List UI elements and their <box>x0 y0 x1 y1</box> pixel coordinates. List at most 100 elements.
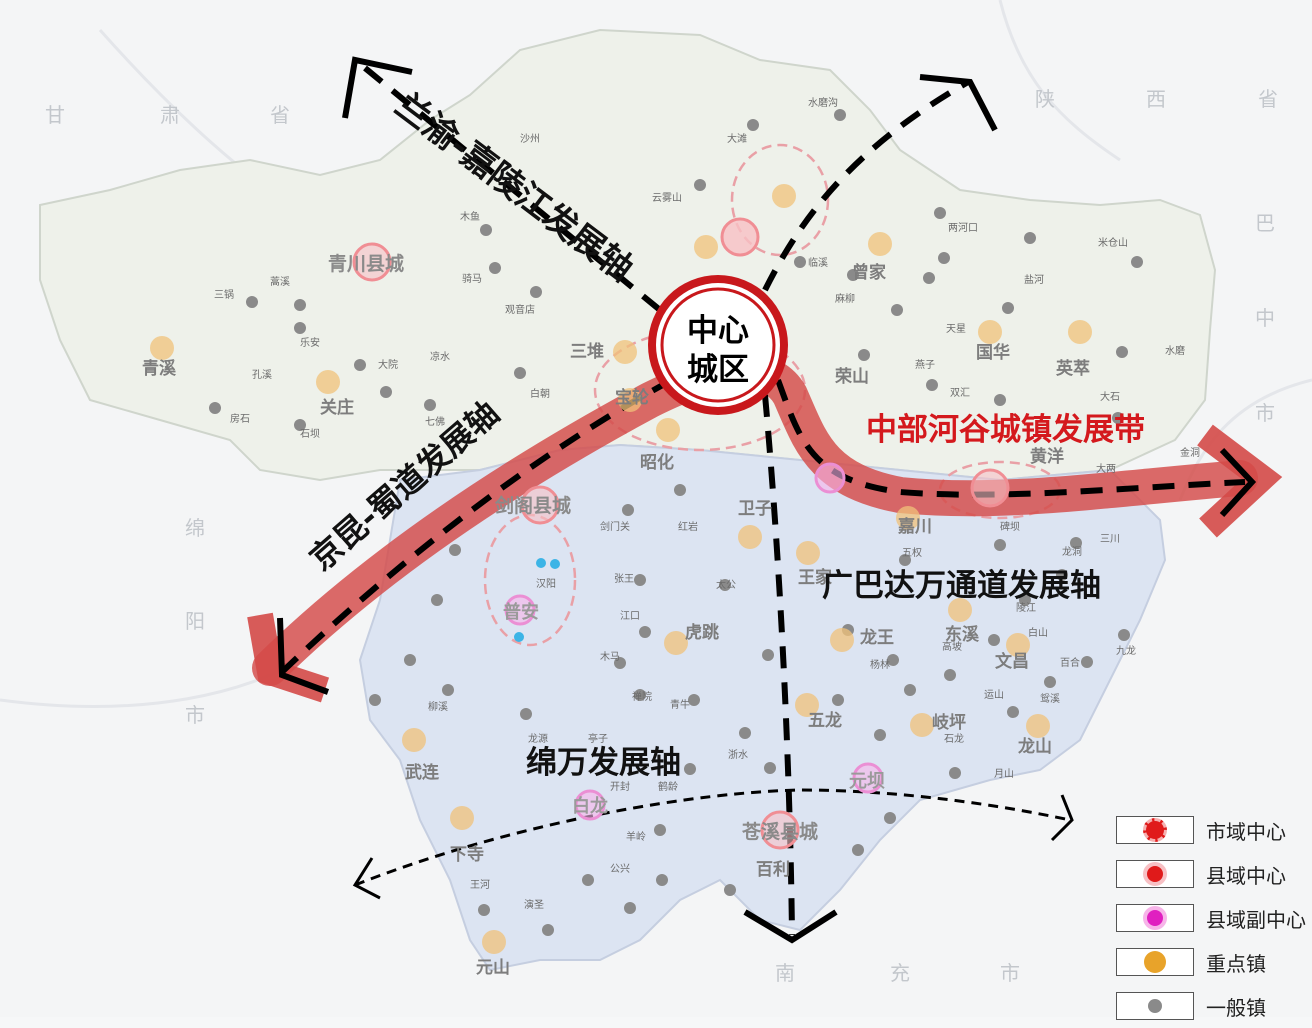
mianwan-arrowhead-west <box>352 857 381 900</box>
legend-label: 市域中心 <box>1206 819 1286 844</box>
svg-text:市: 市 <box>1255 401 1275 425</box>
general-town-markers <box>209 109 1143 936</box>
svg-text:巴: 巴 <box>1255 211 1275 235</box>
svg-text:龙源: 龙源 <box>528 732 548 745</box>
svg-text:中: 中 <box>1255 306 1275 330</box>
city-center-symbol-icon <box>1116 816 1194 844</box>
svg-text:太公: 太公 <box>716 578 736 591</box>
svg-text:南: 南 <box>775 961 795 985</box>
legend-label: 县域中心 <box>1206 863 1286 888</box>
mianwan-arrowhead-east <box>1050 794 1074 842</box>
svg-text:普安: 普安 <box>503 601 539 623</box>
svg-text:省: 省 <box>270 103 290 127</box>
svg-text:卫子: 卫子 <box>738 499 772 519</box>
svg-text:虎跳: 虎跳 <box>685 622 719 643</box>
svg-text:白朝: 白朝 <box>530 387 550 400</box>
svg-text:石坝: 石坝 <box>300 428 320 440</box>
svg-text:白龙: 白龙 <box>572 795 608 817</box>
svg-text:嘉川: 嘉川 <box>897 516 932 537</box>
svg-text:红岩: 红岩 <box>678 520 698 533</box>
svg-text:水磨: 水磨 <box>1165 345 1185 357</box>
background-labels: 甘 肃 省 陕 西 省 巴 中 市 绵 阳 市 南 充 市 <box>45 87 1278 985</box>
svg-text:七佛: 七佛 <box>425 415 445 428</box>
svg-text:大院: 大院 <box>378 358 398 371</box>
svg-text:蒿溪: 蒿溪 <box>270 276 290 288</box>
county-sub-center-markers <box>504 462 884 821</box>
minor-town-labels: 水磨沟 大滩 沙州 云雾山 木鱼 骑马 三锅 蒿溪 观音店 乐安 大院 凉水 孔… <box>214 96 1200 911</box>
svg-text:鸳溪: 鸳溪 <box>1040 692 1060 705</box>
svg-text:黄洋: 黄洋 <box>1030 446 1064 467</box>
svg-text:宝轮: 宝轮 <box>615 387 649 408</box>
northeast-axis-line <box>762 79 970 292</box>
svg-text:金洞: 金洞 <box>1180 446 1200 459</box>
svg-text:元山: 元山 <box>476 958 510 978</box>
svg-text:龙山: 龙山 <box>1017 736 1052 757</box>
legend-item-county-sub-center: 县域副中心 <box>1116 896 1312 940</box>
svg-text:三堆: 三堆 <box>570 341 604 362</box>
svg-text:双汇: 双汇 <box>950 386 970 399</box>
svg-text:水磨沟: 水磨沟 <box>808 96 838 109</box>
guangba-axis-label: 广巴达万通道发展轴 <box>822 568 1101 604</box>
key-town-labels: 青溪 关庄 三堆 昭化 卫子 曾家 国华 英萃 荣山 黄洋 嘉川 王家 东溪 龙… <box>142 262 1090 978</box>
svg-text:骑马: 骑马 <box>462 272 482 285</box>
county-sub-center-symbol-icon <box>1116 904 1194 932</box>
svg-text:临溪: 临溪 <box>808 256 828 269</box>
svg-text:月山: 月山 <box>994 768 1014 780</box>
svg-text:东溪: 东溪 <box>945 624 980 645</box>
svg-text:百利: 百利 <box>756 859 790 880</box>
key-town-symbol-icon <box>1116 948 1194 976</box>
blue-markers <box>514 558 560 642</box>
svg-text:亭子: 亭子 <box>588 732 608 745</box>
svg-text:昭化: 昭化 <box>640 452 674 473</box>
svg-text:凉水: 凉水 <box>430 350 450 363</box>
svg-text:大两: 大两 <box>1096 462 1116 475</box>
svg-text:孔溪: 孔溪 <box>252 369 272 381</box>
svg-text:运山: 运山 <box>984 689 1004 701</box>
svg-text:羊岭: 羊岭 <box>626 830 646 843</box>
svg-text:米仓山: 米仓山 <box>1098 236 1128 249</box>
svg-text:充: 充 <box>890 961 910 985</box>
svg-text:观音店: 观音店 <box>505 303 535 316</box>
svg-text:王家: 王家 <box>798 567 832 588</box>
legend-label: 重点镇 <box>1206 951 1266 976</box>
legend-item-general-town: 一般镇 <box>1116 984 1312 1028</box>
svg-text:燕子: 燕子 <box>915 359 935 371</box>
svg-text:江口: 江口 <box>620 610 640 622</box>
svg-text:乐安: 乐安 <box>300 336 320 349</box>
mianwan-axis-label: 绵万发展轴 <box>526 745 681 781</box>
svg-text:天星: 天星 <box>946 323 966 335</box>
svg-text:剑门关: 剑门关 <box>600 520 630 533</box>
svg-text:西: 西 <box>1146 87 1166 111</box>
svg-text:元坝: 元坝 <box>849 771 885 792</box>
south-region <box>358 443 1167 972</box>
svg-text:武连: 武连 <box>405 762 440 783</box>
svg-text:五权: 五权 <box>902 546 922 559</box>
key-town-markers <box>150 184 1092 954</box>
svg-text:公兴: 公兴 <box>610 863 630 875</box>
svg-text:大石: 大石 <box>1100 390 1120 403</box>
county-center-labels: 青川县城 剑阁县城 苍溪县城 <box>328 252 818 843</box>
svg-text:两河口: 两河口 <box>948 222 978 234</box>
svg-text:五龙: 五龙 <box>808 710 842 731</box>
svg-text:开封: 开封 <box>610 780 630 793</box>
svg-text:房石: 房石 <box>230 412 250 425</box>
svg-text:陵江: 陵江 <box>1016 602 1036 614</box>
legend-item-city-center: 市域中心 <box>1116 808 1312 852</box>
central-valley-belt <box>252 353 1258 686</box>
svg-text:市: 市 <box>1000 961 1020 985</box>
svg-text:木马: 木马 <box>600 651 620 663</box>
svg-text:青川县城: 青川县城 <box>328 252 404 275</box>
svg-text:陕: 陕 <box>1035 87 1055 111</box>
svg-text:绵: 绵 <box>185 516 205 540</box>
svg-text:杨林: 杨林 <box>870 658 890 671</box>
svg-text:禅院: 禅院 <box>632 690 652 703</box>
general-town-symbol-icon <box>1116 992 1194 1020</box>
svg-text:张王: 张王 <box>614 573 634 585</box>
svg-text:云雾山: 云雾山 <box>652 192 682 204</box>
map-legend: 市域中心 县域中心 县域副中心 重点镇 一般镇 <box>1116 808 1312 1028</box>
svg-text:百合: 百合 <box>1060 656 1080 669</box>
city-center-label-line1: 中心 <box>687 313 749 349</box>
svg-text:沙州: 沙州 <box>520 133 540 145</box>
svg-text:岐坪: 岐坪 <box>932 712 966 733</box>
